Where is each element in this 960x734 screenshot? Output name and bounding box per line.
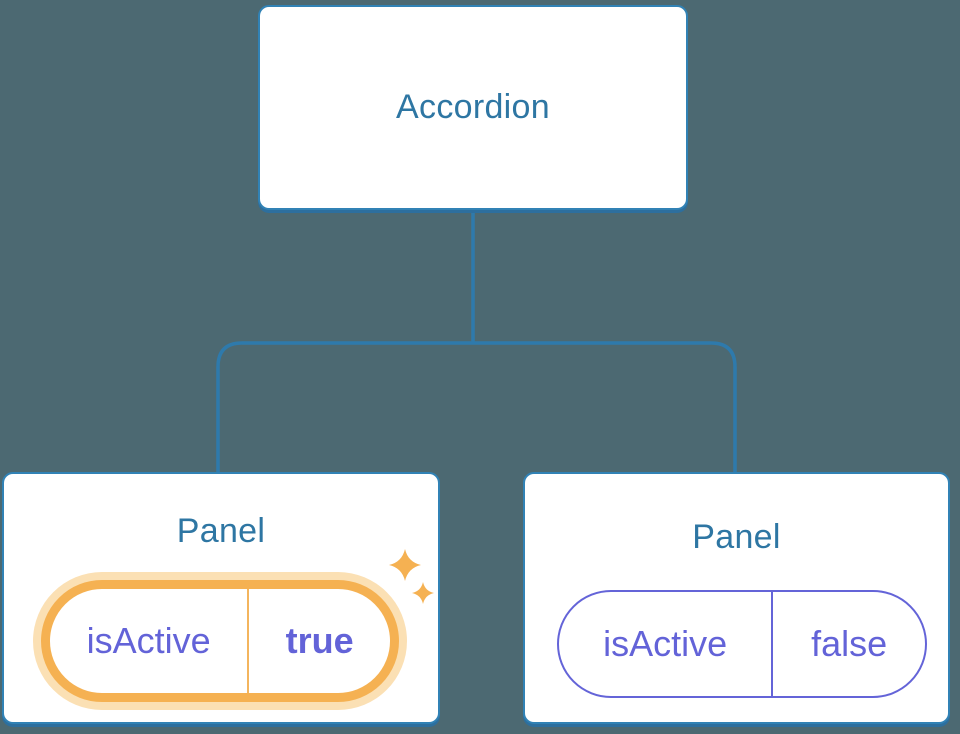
connector-path [216, 211, 737, 473]
sparkle-star-large [389, 549, 421, 581]
accordion-node-title: Accordion [396, 88, 550, 126]
accordion-node: Accordion [258, 5, 688, 210]
panel-node-inactive: Panel isActive false [523, 472, 950, 724]
state-value: false [811, 623, 888, 664]
sparkles-icon [389, 549, 434, 604]
state-pill-inactive: isActive false [557, 590, 927, 698]
panel-node-title: Panel [692, 518, 781, 556]
sparkle-star-small [412, 582, 434, 604]
state-pill-active: isActive true [41, 580, 399, 702]
panel-node-title: Panel [176, 512, 266, 550]
state-value: true [285, 620, 354, 661]
panel-node-active: Panel isActive true [2, 472, 440, 724]
state-key: isActive [559, 592, 774, 696]
state-key: isActive [50, 589, 250, 693]
